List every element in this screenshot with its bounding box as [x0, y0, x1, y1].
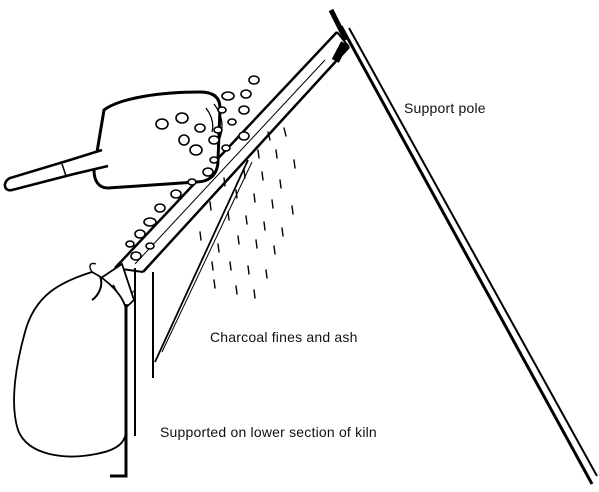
charcoal-pieces [125, 75, 260, 261]
sack [13, 262, 127, 458]
screen-support-leg [124, 159, 253, 436]
motion-arcs [205, 103, 223, 139]
kiln-support-label: Supported on lower section of kiln [160, 424, 377, 440]
support-pole [328, 8, 598, 485]
shovel [3, 90, 222, 192]
falling-fines [199, 127, 296, 299]
fines-and-ash-label: Charcoal fines and ash [210, 329, 358, 345]
support-pole-label: Support pole [404, 100, 486, 116]
kiln-support [110, 304, 128, 478]
